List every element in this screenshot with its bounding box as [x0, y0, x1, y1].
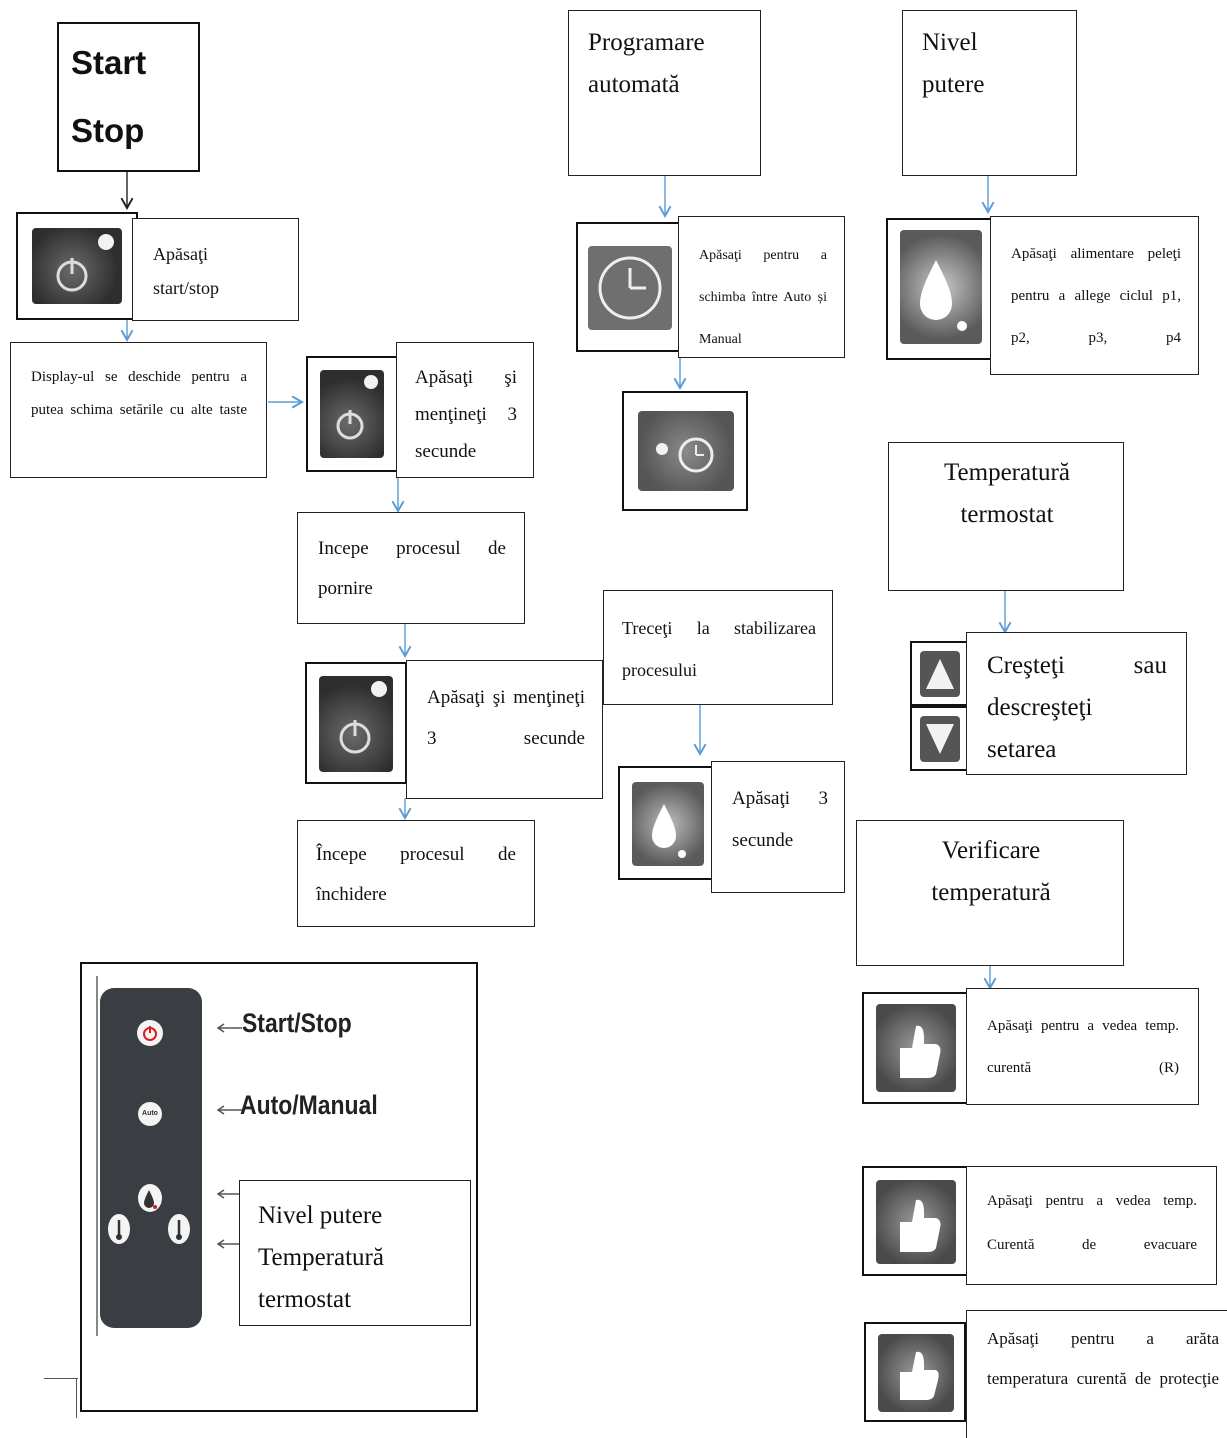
thumb-button-photo-2: [862, 1166, 968, 1276]
auto-prog-title-box: Programare automată: [568, 10, 761, 176]
power-level-title-line2: putere: [922, 71, 985, 98]
pellet-button-photo-a: [618, 766, 714, 880]
auto-prog-title-line1: Programare: [588, 29, 705, 56]
start-stop-title-line1: Start: [71, 44, 147, 81]
panel-label-level-line1: Nivel putere: [258, 1202, 383, 1229]
thumbs-up-icon: [876, 1004, 956, 1092]
panel-label-level-line2: Temperatură termostat: [258, 1244, 384, 1313]
auto-button-photo: [622, 391, 748, 511]
power-button-photo-a: [16, 212, 138, 320]
temp-check-item3-text: Apăsaţi pentru a arăta temperatura curen…: [987, 1329, 1219, 1388]
thumb-button-photo-1: [862, 992, 968, 1104]
press-3s-box: Apăsaţi 3 secunde: [711, 761, 845, 893]
power-button-icon: [32, 228, 122, 304]
power-button-photo-b: [306, 356, 398, 472]
thermometer-up-icon: [168, 1214, 190, 1244]
temp-check-item3-box: Apăsaţi pentru a arăta temperatura curen…: [966, 1310, 1227, 1438]
thumbs-up-icon: [878, 1334, 954, 1412]
hold-3s-text-b: Apăsaţi şi menţineţi 3 secunde: [427, 687, 585, 749]
power-level-press-box: Apăsaţi alimentare peleţi pentru a alleg…: [990, 216, 1199, 375]
close-process-text: Începe procesul de închidere: [316, 844, 516, 905]
auto-prog-title-line2: automată: [588, 71, 680, 98]
press-start-stop-box: Apăsaţi start/stop: [132, 218, 299, 321]
auto-button-icon: Auto: [138, 1102, 162, 1126]
corner-mark: [44, 1378, 78, 1379]
flame-icon: [138, 1184, 162, 1212]
power-level-press-text: Apăsaţi alimentare peleţi pentru a alleg…: [1011, 246, 1181, 346]
start-process-box: Incepe procesul de pornire: [297, 512, 525, 624]
display-opens-box: Display-ul se deschide pentru a putea sc…: [10, 342, 267, 478]
auto-timer-icon: [638, 411, 734, 491]
down-button-photo: [910, 706, 968, 771]
thermostat-press-box: Creşteţi sau descreşteţi setarea: [966, 632, 1187, 775]
thermostat-title-line1: Temperatură: [944, 459, 1070, 486]
stabilize-text: Treceţi la stabilizarea procesului: [622, 618, 816, 680]
arrow-down-icon: [920, 716, 960, 762]
power-icon: [137, 1020, 163, 1046]
power-button-photo-c: [305, 662, 407, 784]
hold-3s-box-b: Apăsaţi şi menţineţi 3 secunde: [406, 660, 603, 799]
power-button-icon: [319, 676, 393, 772]
thumbs-up-icon: [876, 1180, 956, 1264]
flame-drop-icon: [632, 782, 704, 866]
auto-prog-press-box: Apăsaţi pentru a schimba între Auto și M…: [678, 216, 845, 358]
pellet-button-photo-b: [886, 218, 992, 360]
power-level-title-line1: Nivel: [922, 29, 978, 56]
stabilize-box: Treceţi la stabilizarea procesului: [603, 590, 833, 705]
panel-left-rule: [96, 976, 98, 1336]
temp-check-title-box: Verificare temperatură: [856, 820, 1124, 966]
auto-prog-press-text: Apăsaţi pentru a schimba între Auto și M…: [699, 248, 827, 347]
temp-check-title-line1: Verificare: [941, 837, 1041, 864]
hold-3s-box-a: Apăsaţi şi menţineţi 3 secunde: [396, 342, 534, 478]
temp-check-item1-box: Apăsaţi pentru a vedea temp. curentă (R): [966, 988, 1199, 1105]
clock-button-photo: [576, 222, 680, 352]
panel-pointer-arrows: [216, 1023, 242, 1249]
start-stop-title-line2: Stop: [71, 112, 145, 149]
temp-check-item2-box: Apăsaţi pentru a vedea temp. Curentă de …: [966, 1166, 1217, 1285]
press-start-stop-text: Apăsaţi start/stop: [153, 244, 219, 298]
clock-icon: [588, 246, 672, 330]
panel-label-start-stop: Start/Stop: [242, 1008, 352, 1038]
panel-label-auto-manual: Auto/Manual: [240, 1090, 378, 1120]
arrow-up-icon: [920, 651, 960, 697]
power-button-icon: [320, 370, 384, 458]
up-button-photo: [910, 641, 968, 706]
thermostat-press-text: Creşteţi sau descreşteţi setarea: [987, 652, 1167, 763]
hold-3s-text-a: Apăsaţi şi menţineţi 3 secunde: [415, 367, 517, 462]
close-process-box: Începe procesul de închidere: [297, 820, 535, 927]
thermometer-down-icon: [108, 1214, 130, 1244]
temp-check-item1-text: Apăsaţi pentru a vedea temp. curentă (R): [987, 1018, 1179, 1076]
power-level-title-box: Nivel putere: [902, 10, 1077, 176]
thermostat-title-box: Temperatură termostat: [888, 442, 1124, 591]
start-stop-title-box: Start Stop: [57, 22, 200, 172]
temp-check-item2-text: Apăsaţi pentru a vedea temp. Curentă de …: [987, 1193, 1197, 1253]
corner-mark-vertical: [76, 1378, 77, 1418]
start-process-text: Incepe procesul de pornire: [318, 538, 506, 599]
display-opens-text: Display-ul se deschide pentru a putea sc…: [31, 369, 247, 418]
thumb-button-photo-3: [864, 1322, 966, 1422]
thermostat-title-line2: termostat: [960, 501, 1054, 528]
press-3s-text: Apăsaţi 3 secunde: [732, 788, 828, 851]
temp-check-title-line2: temperatură: [931, 879, 1051, 906]
panel-label-box: Nivel putere Temperatură termostat: [239, 1180, 471, 1326]
control-panel-frame: Auto Start/Stop Auto/Manual Nivel putere…: [80, 962, 478, 1412]
flame-drop-icon: [900, 230, 982, 344]
